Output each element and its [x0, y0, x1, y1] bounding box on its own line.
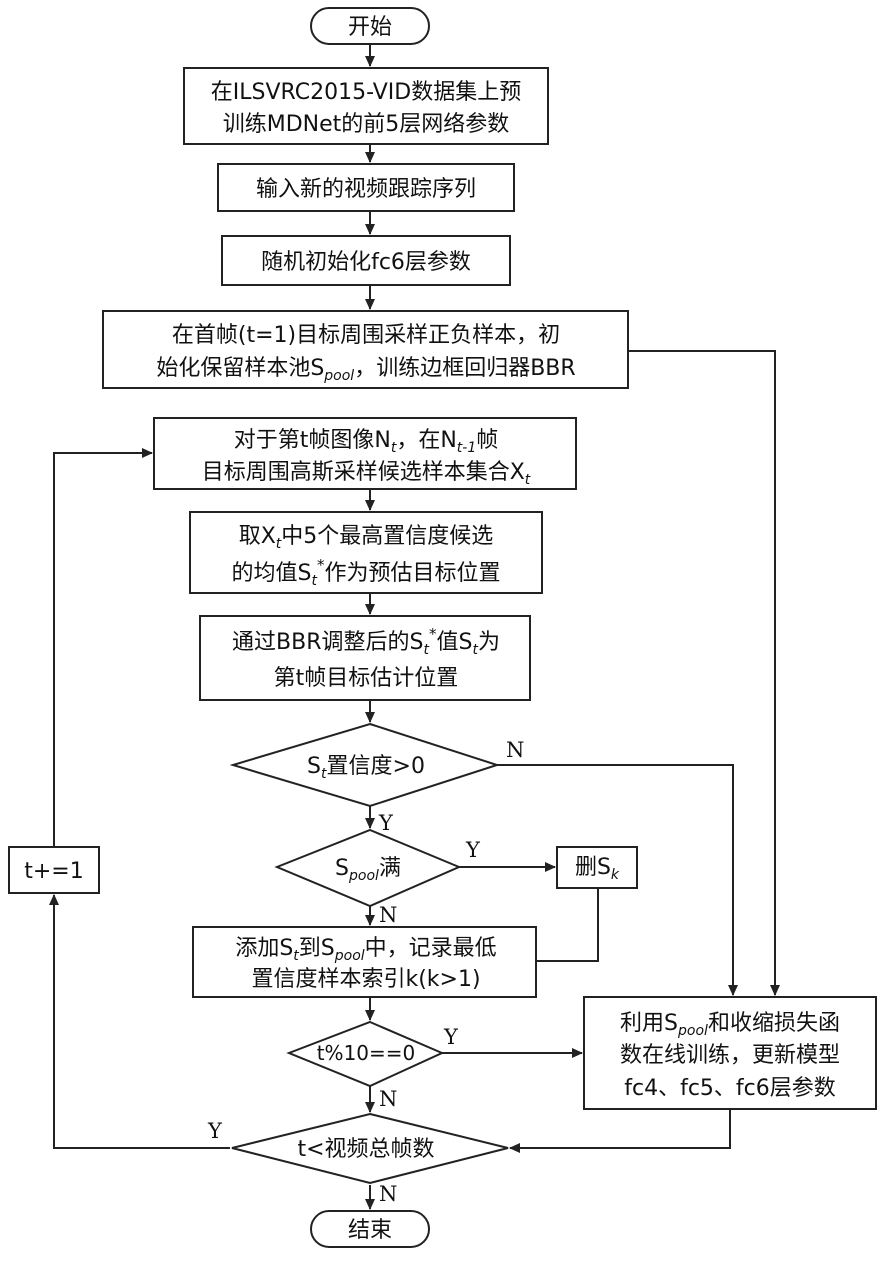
first-frame-line-1: 在首帧(t=1)目标周围采样正负样本，初 — [172, 323, 560, 348]
online-train-box: 利用Spool和收缩损失函 数在线训练，更新模型 fc4、fc5、fc6层参数 — [584, 997, 876, 1109]
input-sequence-box: 输入新的视频跟踪序列 — [218, 164, 514, 211]
mod10-decision: t%10==0 — [289, 1022, 442, 1086]
start-label: 开始 — [348, 15, 392, 40]
bbr-adjust-box: 通过BBR调整后的St*值St为 第t帧目标估计位置 — [200, 616, 530, 700]
mod10-label: t%10==0 — [317, 1041, 416, 1065]
train-line-2: 数在线训练，更新模型 — [620, 1043, 840, 1068]
sample-line-2: 目标周围高斯采样候选样本集合Xt — [202, 460, 531, 488]
loop-check-decision: t<视频总帧数 — [232, 1114, 508, 1183]
pretrain-line-2: 训练MDNet的前5层网络参数 — [223, 112, 510, 137]
estimate-box: 取Xt中5个最高置信度候选 的均值St*作为预估目标位置 — [190, 512, 542, 593]
start-terminal: 开始 — [311, 8, 429, 44]
increment-label: t+=1 — [24, 859, 84, 884]
delete-sample-box: 删Sk — [557, 847, 637, 888]
label-confidence-yes: Y — [378, 811, 394, 835]
first-frame-box: 在首帧(t=1)目标周围采样正负样本，初 始化保留样本池Spool，训练边框回归… — [103, 311, 628, 388]
label-mod10-yes: Y — [443, 1025, 459, 1049]
add-to-pool-box: 添加St到Spool中，记录最低 置信度样本索引k(k>1) — [193, 927, 536, 997]
input-sequence-label: 输入新的视频跟踪序列 — [256, 177, 476, 202]
end-terminal: 结束 — [311, 1211, 429, 1247]
sample-candidates-box: 对于第t帧图像Nt，在Nt-1帧 目标周围高斯采样候选样本集合Xt — [154, 418, 576, 489]
estimate-line-2: 的均值St*作为预估目标位置 — [232, 556, 501, 589]
label-pool-full-no: N — [379, 903, 397, 927]
pretrain-box: 在ILSVRC2015-VID数据集上预 训练MDNet的前5层网络参数 — [184, 68, 548, 144]
train-line-3: fc4、fc5、fc6层参数 — [624, 1076, 836, 1101]
bbr-line-2: 第t帧目标估计位置 — [274, 666, 459, 691]
end-label: 结束 — [348, 1218, 392, 1243]
label-loop-no: N — [379, 1182, 397, 1206]
add-line-2: 置信度样本索引k(k>1) — [251, 967, 480, 992]
label-confidence-no: N — [506, 738, 524, 762]
first-frame-line-2: 始化保留样本池Spool，训练边框回归器BBR — [156, 356, 575, 384]
label-mod10-no: N — [379, 1087, 397, 1111]
pretrain-line-1: 在ILSVRC2015-VID数据集上预 — [211, 80, 521, 105]
bbr-line-1: 通过BBR调整后的St*值St为 — [232, 625, 500, 658]
train-line-1: 利用Spool和收缩损失函 — [620, 1011, 840, 1039]
init-fc6-label: 随机初始化fc6层参数 — [261, 250, 471, 275]
pool-full-decision: Spool满 — [277, 830, 459, 906]
add-line-1: 添加St到Spool中，记录最低 — [235, 936, 496, 964]
increment-box: t+=1 — [9, 847, 99, 893]
confidence-decision: St置信度>0 — [233, 724, 497, 806]
label-loop-yes: Y — [207, 1119, 223, 1143]
label-pool-full-yes: Y — [465, 838, 481, 862]
init-fc6-box: 随机初始化fc6层参数 — [222, 236, 510, 285]
loop-check-label: t<视频总帧数 — [297, 1137, 434, 1162]
